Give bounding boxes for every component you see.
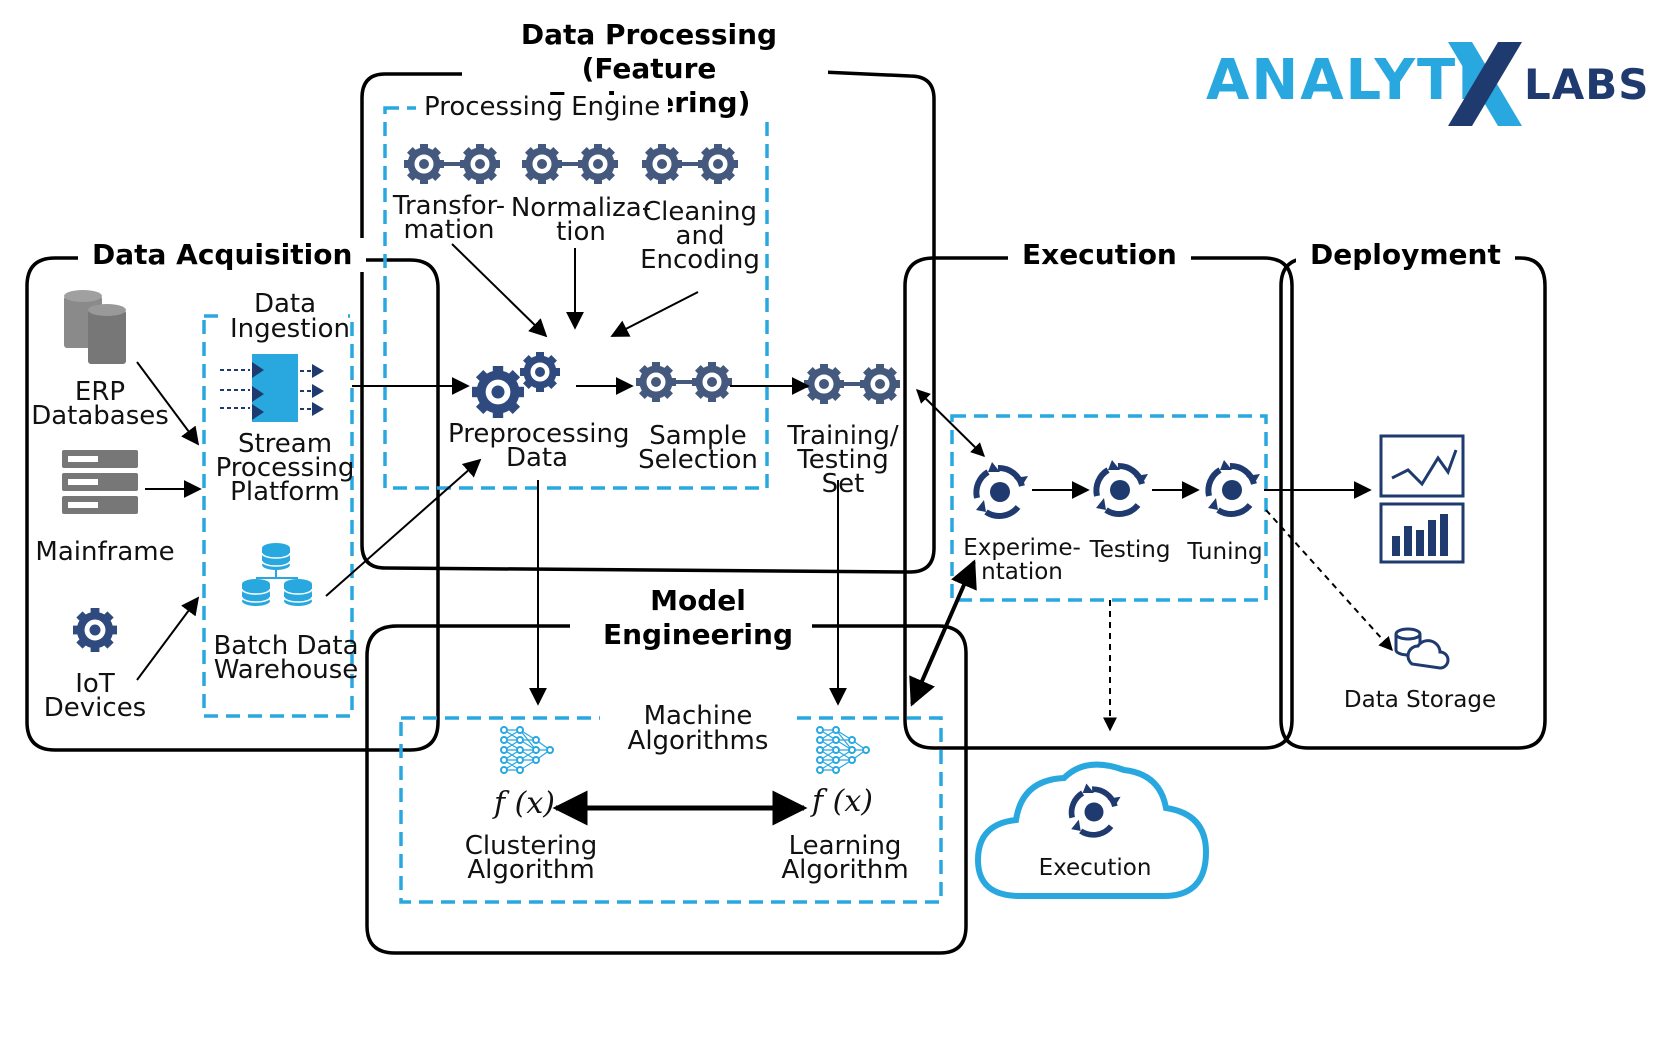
flow-arrows xyxy=(136,243,1372,706)
cleaning-gears-icon xyxy=(642,144,738,184)
iot-devices-label: IoT Devices xyxy=(43,669,147,723)
arrow-model-experimentation xyxy=(909,559,977,707)
training-set-label: Training/ Testing Set xyxy=(787,421,899,499)
batch-warehouse-label: Batch Data Warehouse xyxy=(213,631,359,685)
stream-processing-icon xyxy=(220,354,324,422)
transformation-gears-icon xyxy=(404,144,500,184)
execution-inner-frame xyxy=(950,414,1268,602)
clustering-network-icon xyxy=(500,726,554,774)
tuning-cycle-icon xyxy=(1208,460,1260,514)
line-chart-icon xyxy=(1379,434,1465,498)
experimentation-label: Experime- ntation xyxy=(963,535,1081,585)
arrow-training-experimentation xyxy=(916,389,985,457)
logo-x-mark xyxy=(1448,42,1522,126)
arrow-erp-to-ingestion xyxy=(136,361,200,446)
logo-text-labs: LABS xyxy=(1524,60,1650,109)
mainframe-icon xyxy=(62,450,138,514)
deployment-frame xyxy=(1279,256,1547,750)
execution-cloud-shape xyxy=(974,761,1210,899)
data-ingestion-label: Data Ingestion xyxy=(222,291,350,342)
model-engineering-title: Model Engineering xyxy=(584,584,812,652)
model-engineering-frame xyxy=(365,624,968,955)
testing-cycle-icon xyxy=(1096,460,1148,514)
bar-chart-icon xyxy=(1379,502,1465,564)
batch-warehouse-icon xyxy=(241,542,313,607)
normalization-label: Normaliza- tion xyxy=(510,193,652,247)
deployment-title: Deployment xyxy=(1296,238,1515,272)
data-processing-frame xyxy=(360,70,936,574)
testing-label: Testing xyxy=(1089,537,1171,563)
machine-algorithms-label: Machine Algorithms xyxy=(600,703,796,754)
normalization-gears-icon xyxy=(522,144,618,184)
processing-engine-label: Processing Engine xyxy=(416,94,669,120)
arrow-tuning-to-storage xyxy=(1265,509,1393,652)
data-storage-icon xyxy=(1394,627,1450,670)
mainframe-label: Mainframe xyxy=(35,537,175,567)
cloud-execution-label: Execution xyxy=(1038,855,1152,881)
execution-frame xyxy=(903,256,1294,750)
fx-left-label: f (x) xyxy=(494,786,555,821)
sample-selection-label: Sample Selection xyxy=(638,421,758,475)
arrow-cleaning-to-preprocessing xyxy=(610,291,699,337)
data-acquisition-frame xyxy=(25,256,440,752)
arrow-transformation-to-preprocessing xyxy=(451,243,548,338)
data-acquisition-title: Data Acquisition xyxy=(78,238,367,272)
learning-network-icon xyxy=(816,726,870,774)
arrow-batch-to-preprocessing xyxy=(325,458,482,597)
fx-right-label: f (x) xyxy=(812,784,873,819)
section-frames xyxy=(25,70,1547,955)
experimentation-cycle-icon xyxy=(976,462,1028,516)
preprocessing-label: Preprocessing Data xyxy=(448,419,630,473)
arrow-iot-to-ingestion xyxy=(136,596,200,681)
logo-text-analyti: ANALYTI xyxy=(1206,48,1481,113)
execution-title: Execution xyxy=(1008,238,1191,272)
cleaning-label: Cleaning and Encoding xyxy=(640,197,760,275)
iot-gear-icon xyxy=(73,608,117,652)
erp-databases-icon xyxy=(64,290,126,364)
tuning-label: Tuning xyxy=(1187,539,1263,565)
data-storage-label: Data Storage xyxy=(1343,687,1497,713)
clustering-algorithm-label: Clustering Algorithm xyxy=(464,831,598,885)
transformation-label: Transfor- mation xyxy=(392,191,506,245)
preprocessing-gears-icon xyxy=(472,352,560,418)
learning-algorithm-label: Learning Algorithm xyxy=(781,831,909,885)
training-gears-icon xyxy=(804,364,900,404)
analytixlabs-logo: ANALYTI LABS xyxy=(1206,40,1649,130)
sample-gears-icon xyxy=(636,362,732,402)
stream-processing-label: Stream Processing Platform xyxy=(215,429,355,507)
erp-databases-label: ERP Databases xyxy=(31,377,169,431)
processing-engine-frame xyxy=(383,106,769,490)
